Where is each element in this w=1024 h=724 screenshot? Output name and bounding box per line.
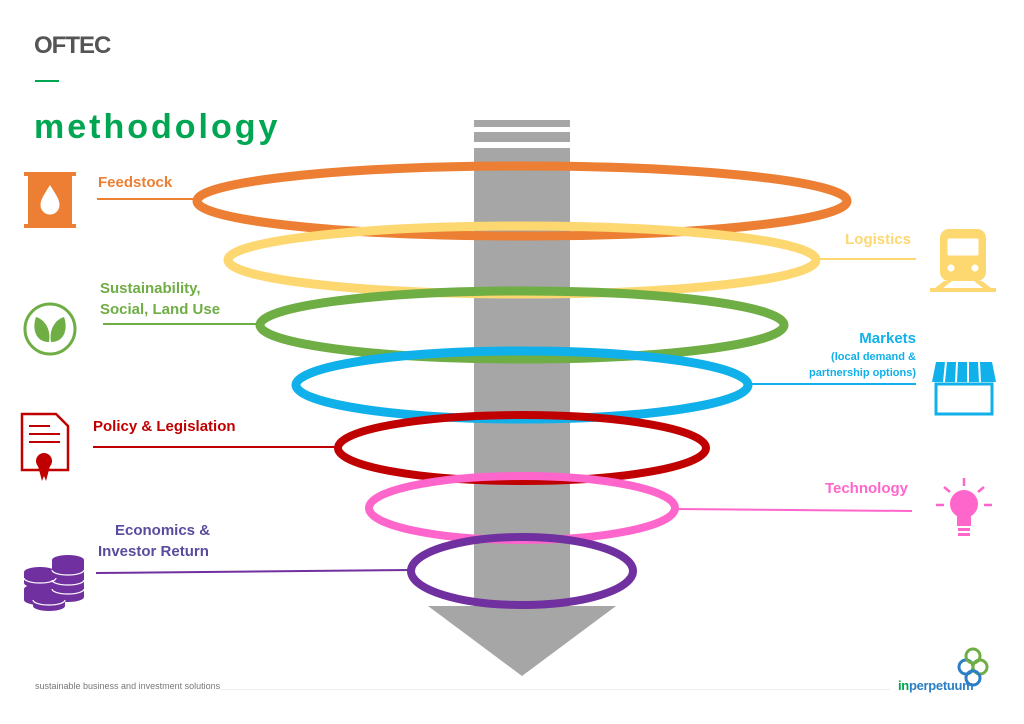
- label-logistics: Logistics: [845, 229, 911, 250]
- label-markets-line2: (local demand &: [831, 351, 916, 363]
- label-economics-line1: Economics &: [115, 522, 211, 539]
- label-sustainability: Sustainability, Social, Land Use: [100, 278, 220, 320]
- funnel-cap-bar: [474, 120, 570, 127]
- label-technology: Technology: [825, 478, 908, 499]
- footer-divider: [220, 689, 890, 690]
- logo-main: perpetuum: [908, 678, 974, 693]
- leader-line-technology: [675, 508, 913, 512]
- brand-underline: [35, 80, 59, 82]
- ring-feedstock: [192, 161, 852, 241]
- label-economics: Economics & Investor Return: [98, 520, 210, 562]
- label-policy-text: Policy & Legislation: [93, 418, 236, 435]
- inperpetuum-logo-text: inperpetuum: [898, 678, 974, 693]
- page-title: methodology: [34, 108, 281, 146]
- label-policy: Policy & Legislation: [93, 416, 236, 437]
- inperpetuum-logo-mark: [957, 647, 989, 687]
- leader-line-economics: [95, 569, 413, 574]
- label-markets: Markets (local demand & partnership opti…: [809, 328, 916, 381]
- funnel-arrow-head: [428, 606, 616, 676]
- funnel-cap-bar: [474, 132, 570, 142]
- label-sustainability-line1: Sustainability,: [100, 280, 201, 297]
- brand-name: OFTEC: [34, 32, 111, 59]
- light-bulb-icon: [936, 478, 992, 536]
- storefront-icon: [932, 361, 996, 416]
- logo-prefix: in: [898, 678, 909, 693]
- label-sustainability-line2: Social, Land Use: [100, 301, 221, 318]
- oil-barrel-icon: [24, 172, 76, 228]
- label-markets-line3: partnership options): [809, 367, 916, 379]
- label-feedstock-text: Feedstock: [98, 174, 173, 191]
- label-feedstock: Feedstock: [98, 172, 172, 193]
- certificate-icon: [20, 412, 70, 481]
- coin-stack-icon: [23, 555, 85, 611]
- footer-tagline: sustainable business and investment solu…: [35, 681, 221, 691]
- label-logistics-text: Logistics: [845, 231, 911, 248]
- label-markets-title: Markets: [859, 330, 916, 347]
- train-icon: [930, 229, 996, 292]
- label-economics-line2: Investor Return: [98, 543, 209, 560]
- label-technology-text: Technology: [824, 480, 908, 497]
- leaf-icon: [23, 302, 77, 356]
